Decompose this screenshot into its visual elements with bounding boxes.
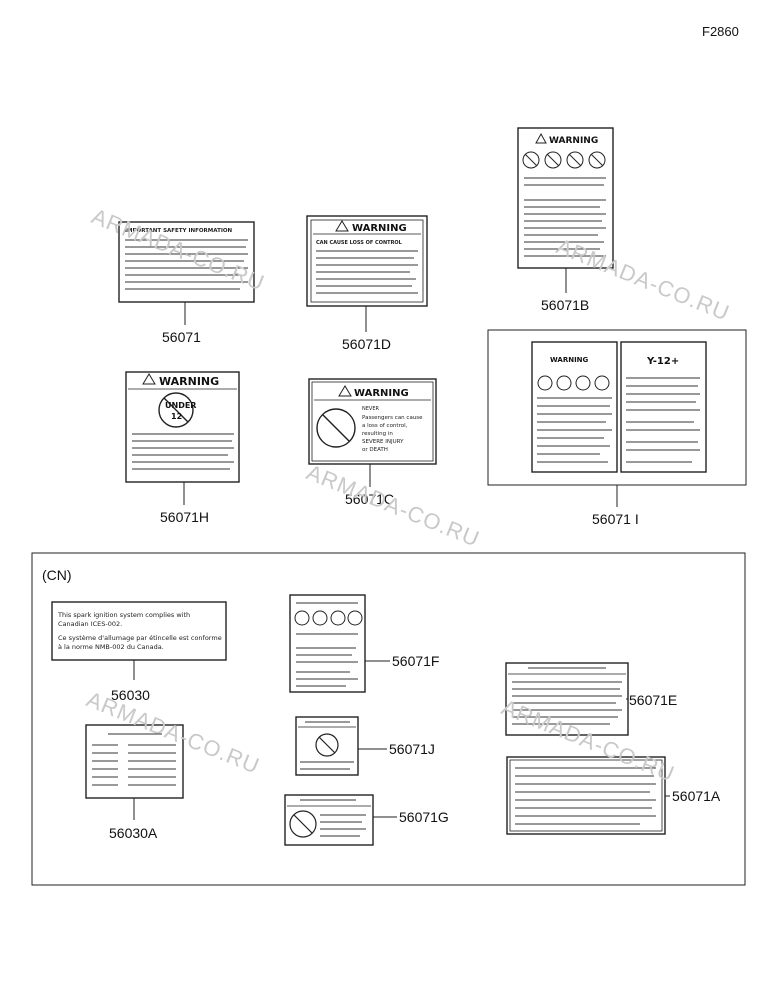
label-56071D-warning: WARNING [352,223,407,234]
label-56030-line2: Canadian ICES-002. [58,620,122,628]
part-number-56071E: 56071E [629,692,677,708]
label-56071I-right[interactable]: Y-12+ [620,341,707,473]
part-number-56071H: 56071H [160,509,209,525]
label-56030-line4: à la norme NMB-002 du Canada. [58,643,164,651]
label-56071C-line2: a loss of control, [362,423,408,429]
label-56071-title: IMPORTANT SAFETY INFORMATION [125,228,233,234]
part-number-56071F: 56071F [392,653,439,669]
part-number-56071: 56071 [162,329,201,345]
label-56071C-line3: resulting in [362,431,393,437]
part-number-56071B: 56071B [541,297,589,313]
part-number-56030A: 56030A [109,825,158,841]
label-56030[interactable]: This spark ignition system complies with… [51,601,227,661]
part-number-56071D: 56071D [342,336,391,352]
label-56071J[interactable] [295,716,359,776]
label-56071I-title: Y-12+ [646,356,679,367]
label-56071C-line5: or DEATH [362,447,388,453]
label-56071D[interactable]: WARNING CAN CAUSE LOSS OF CONTROL [306,215,428,307]
label-56071E[interactable] [505,662,629,736]
label-56071C-line1: Passengers can cause [362,415,423,421]
label-56071I-warning: WARNING [550,356,589,364]
label-56071C-line4: SEVERE INJURY [362,439,404,445]
figure-code: F2860 [702,24,739,39]
label-56071C-warning: WARNING [354,388,409,399]
part-number-56030: 56030 [111,687,150,703]
label-56071C-never: NEVER [362,406,379,412]
part-number-56071A: 56071A [672,788,721,804]
cn-region-box [31,552,746,886]
label-56071A[interactable] [506,756,666,835]
label-56071H-warning: WARNING [159,375,219,388]
label-56030-line1: This spark ignition system complies with [57,611,190,619]
part-number-56071I: 56071 I [592,511,639,527]
label-56030-line3: Ce système d'allumage par étincelle est … [58,634,222,642]
label-56071C[interactable]: WARNING NEVER Passengers can cause a los… [308,378,437,465]
label-56071I-left[interactable]: WARNING [531,341,618,473]
label-56071H[interactable]: WARNING UNDER 12 [125,371,240,483]
label-56071H-under: UNDER [165,401,196,410]
region-label: (CN) [42,567,72,583]
label-56071B[interactable]: WARNING [517,127,614,269]
part-number-56071G: 56071G [399,809,449,825]
label-56071G[interactable] [284,794,374,846]
watermark-3: ARMADA-CO.RU [303,459,483,551]
label-56071B-warning: WARNING [549,136,598,146]
label-56071D-line: CAN CAUSE LOSS OF CONTROL [316,240,403,246]
label-56030A[interactable] [85,724,184,799]
label-56071[interactable]: IMPORTANT SAFETY INFORMATION [118,221,255,303]
label-56071F[interactable] [289,594,366,693]
label-56071H-age: 12 [171,412,182,421]
part-number-56071C: 56071C [345,491,394,507]
part-number-56071J: 56071J [389,741,435,757]
